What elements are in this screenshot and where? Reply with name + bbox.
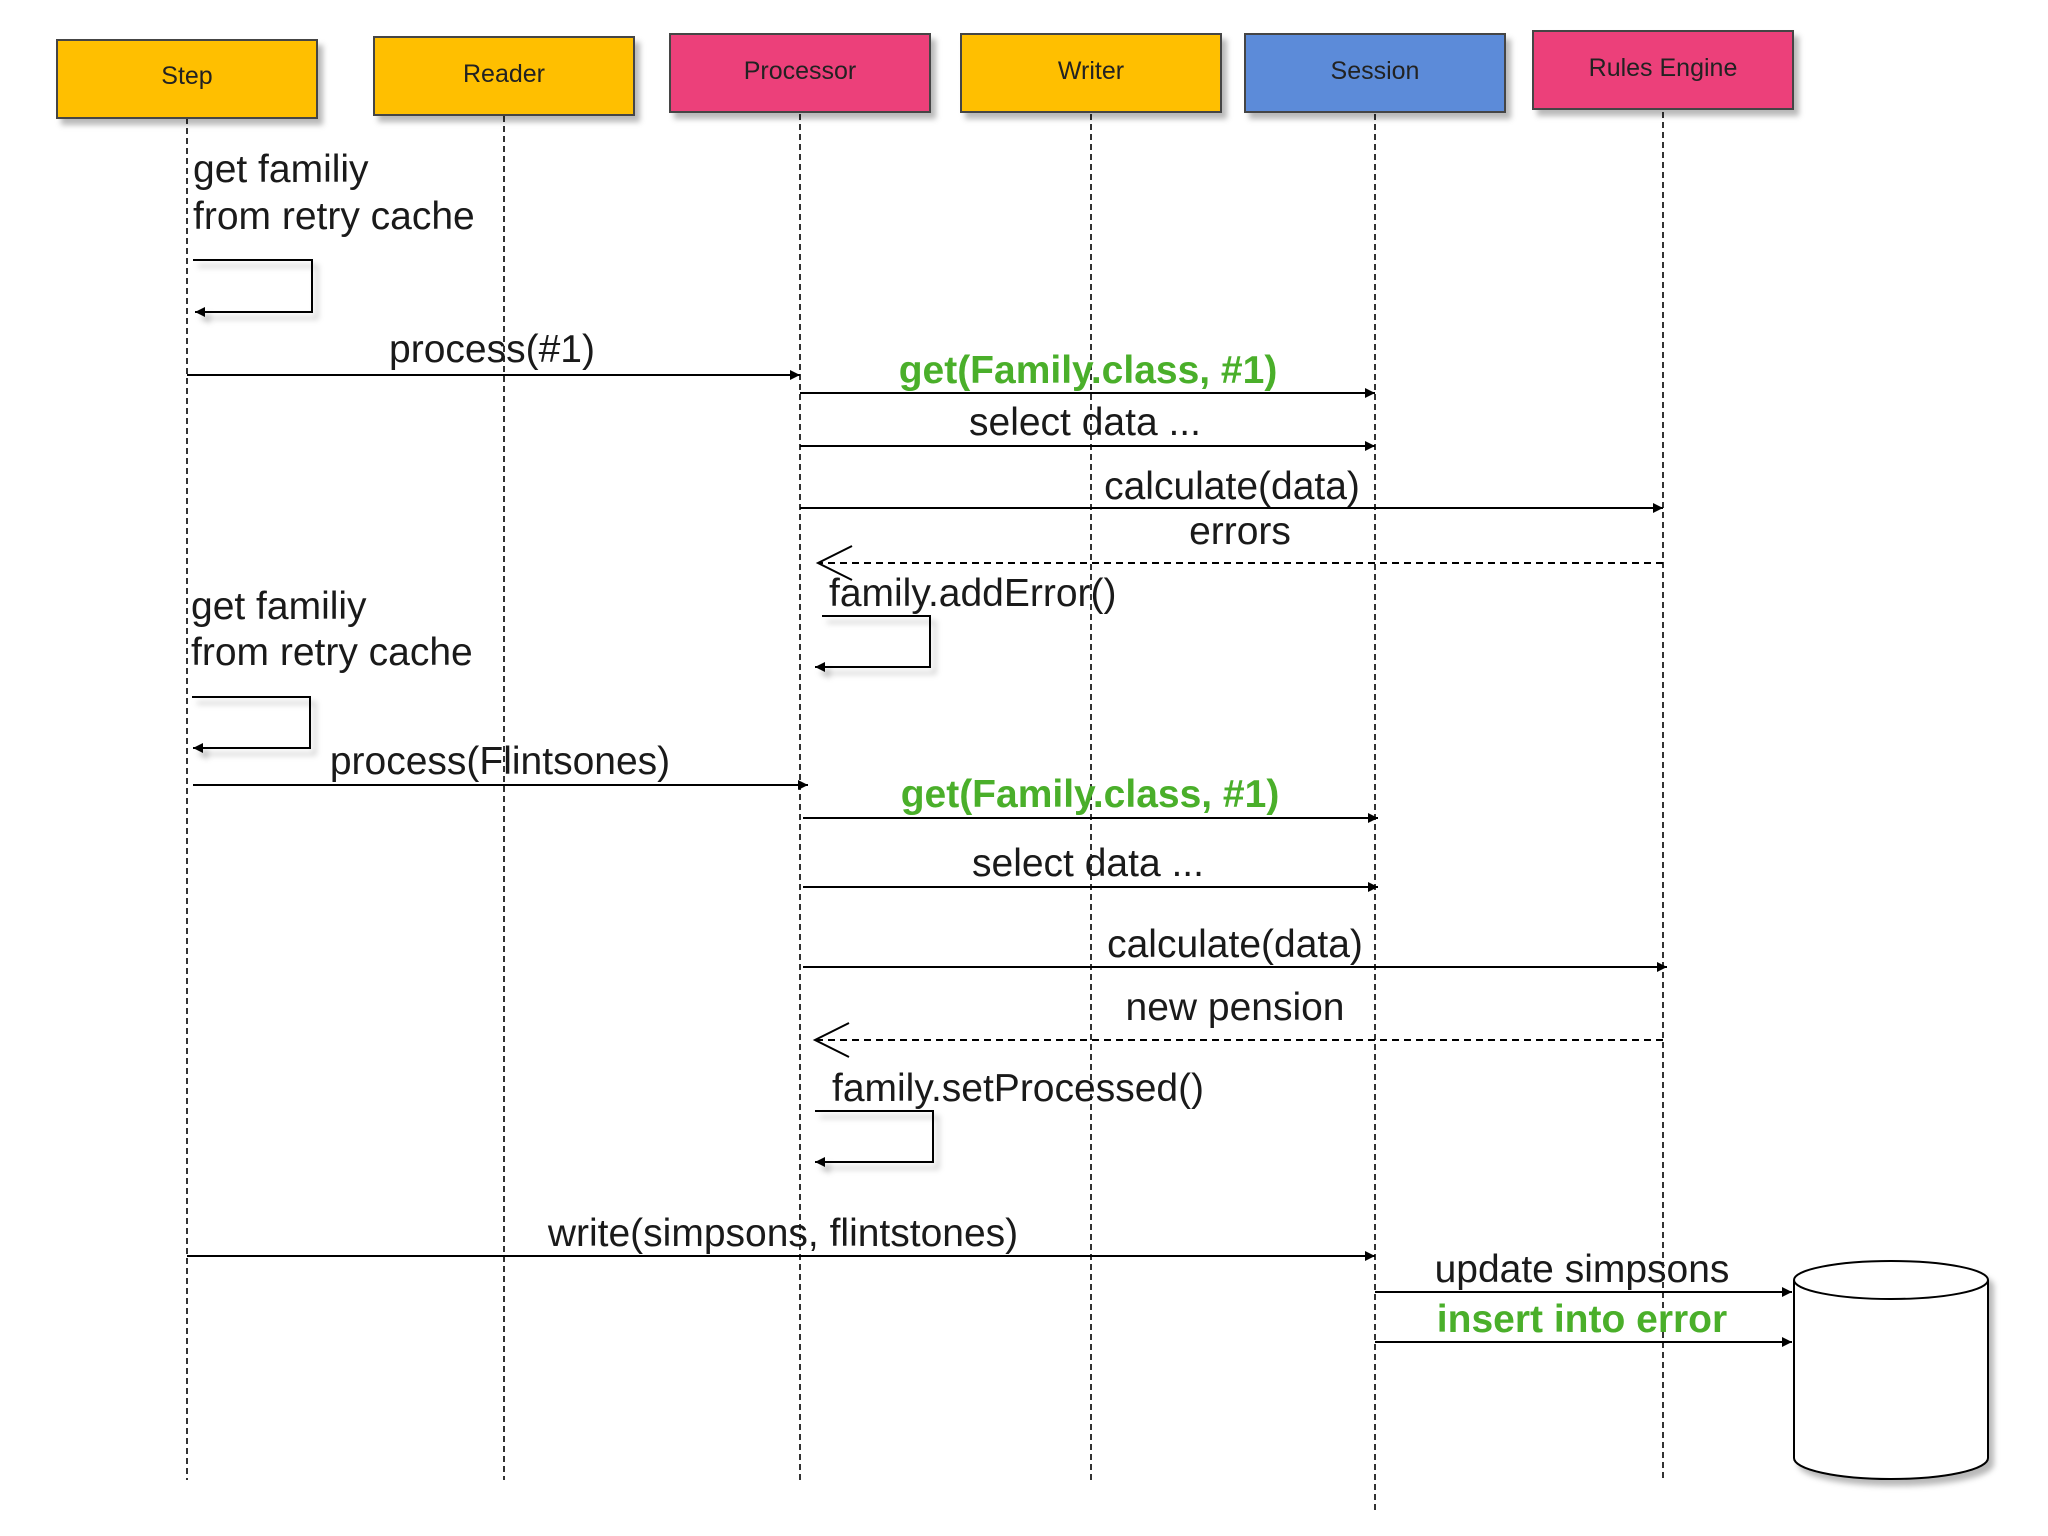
retry-note-2-line1: get familiy — [191, 585, 367, 628]
self-call-set-processed-arrow — [815, 1110, 934, 1167]
message-select-data-1-label: select data ... — [969, 401, 1201, 444]
retry-note-1-line1: get familiy — [193, 148, 369, 191]
participant-rules-engine-box — [1532, 30, 1794, 110]
lifelines — [186, 112, 1664, 1510]
self-call-step-1 — [193, 259, 313, 317]
return-errors-label: errors — [1189, 510, 1291, 553]
participant-step-box — [56, 39, 318, 119]
message-process-1-label: process(#1) — [389, 328, 595, 371]
return-new-pension-arrowhead — [812, 1022, 850, 1058]
participant-writer-label: Writer — [1058, 57, 1124, 85]
return-errors-arrowhead — [815, 545, 853, 581]
message-update-simpsons-label: update simpsons — [1435, 1248, 1730, 1291]
participant-processor[interactable]: Processor — [669, 33, 931, 113]
message-calculate-2-label: calculate(data) — [1107, 923, 1363, 966]
message-insert-error-label: insert into error — [1437, 1298, 1727, 1341]
message-write-label: write(simpsons, flintstones) — [547, 1212, 1018, 1255]
participant-processor-label: Processor — [744, 57, 857, 85]
participant-writer[interactable]: Writer — [960, 33, 1222, 113]
message-calculate-1-label: calculate(data) — [1104, 465, 1360, 508]
self-call-add-error-arrow — [815, 615, 931, 672]
return-new-pension-label: new pension — [1126, 986, 1345, 1029]
retry-note-1-line2: from retry cache — [193, 195, 475, 238]
database-cylinder-icon — [1793, 1260, 1989, 1480]
participant-session-label: Session — [1331, 57, 1420, 85]
participant-step[interactable]: Step — [56, 39, 318, 119]
self-call-set-processed-label: family.setProcessed() — [832, 1067, 1204, 1110]
participant-reader[interactable]: Reader — [373, 36, 635, 116]
participant-reader-label: Reader — [463, 60, 545, 88]
participant-session-box — [1244, 33, 1506, 113]
self-call-step-2 — [192, 696, 311, 753]
participant-processor-box — [669, 33, 931, 113]
message-get-family-1-label: get(Family.class, #1) — [899, 349, 1278, 392]
participant-rules-engine-label: Rules Engine — [1589, 54, 1738, 82]
message-process-flintsones-label: process(Flintsones) — [330, 740, 670, 783]
message-get-family-2-label: get(Family.class, #1) — [901, 773, 1280, 816]
participant-writer-box — [960, 33, 1222, 113]
message-select-data-2-label: select data ... — [972, 842, 1204, 885]
participant-session[interactable]: Session — [1244, 33, 1506, 113]
participant-rules-engine[interactable]: Rules Engine — [1532, 30, 1794, 110]
participant-step-label: Step — [161, 62, 212, 90]
retry-note-2-line2: from retry cache — [191, 631, 473, 674]
participant-reader-box — [373, 36, 635, 116]
self-call-add-error-label: family.addError() — [829, 572, 1117, 615]
